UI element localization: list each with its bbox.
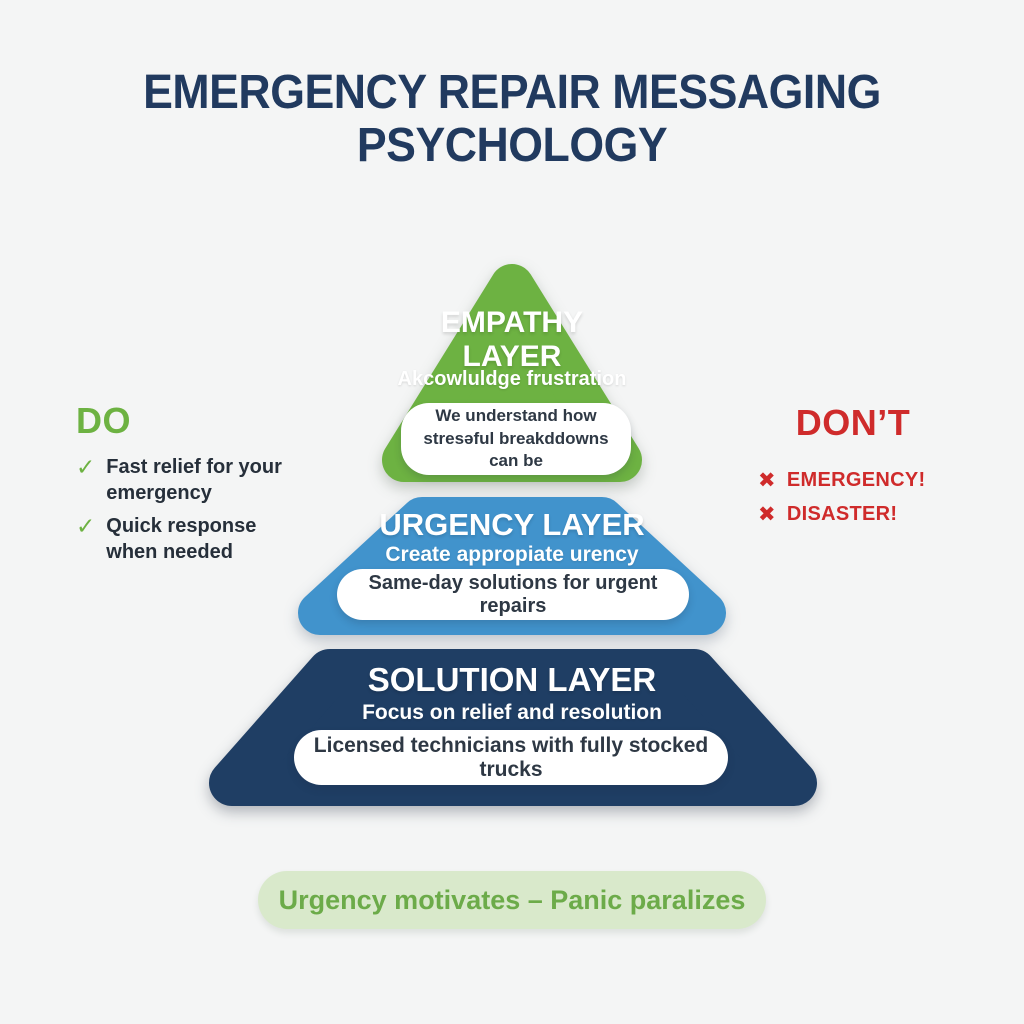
solution-layer-title: SOLUTION LAYER (367, 661, 657, 698)
solution-example-text: Licensed technicians with fully stocked … (313, 733, 709, 781)
dont-item: ✖ EMERGENCY! (758, 468, 948, 493)
footer-banner: Urgency motivates – Panic paralizes (258, 871, 766, 929)
check-icon: ✓ (76, 513, 96, 539)
do-panel: DO ✓ Fast relief for your emergency ✓ Qu… (76, 400, 291, 572)
footer-banner-text: Urgency motivates – Panic paralizes (278, 884, 746, 915)
solution-layer-subtitle: Focus on relief and resolution (362, 701, 662, 724)
dont-heading: DON’T (795, 402, 911, 443)
do-item: ✓ Quick response when needed (76, 513, 291, 565)
do-item-label: Quick response when needed (106, 515, 257, 563)
x-icon: ✖ (758, 469, 776, 492)
urgency-example-text: Same-day solutions for urgent repairs (368, 571, 658, 617)
empathy-example-pill: We understand how stresəful breakddowns … (401, 403, 631, 475)
dont-item: ✖ DISASTER! (758, 502, 948, 527)
empathy-layer-title-line2: LAYER (462, 340, 562, 373)
do-heading: DO (76, 400, 131, 441)
empathy-example-text: We understand how stresəful breakddowns … (423, 405, 609, 471)
do-item-label: Fast relief for your emergency (106, 456, 282, 504)
page-title: EMERGENCY REPAIR MESSAGING PSYCHOLOGY (0, 66, 1024, 172)
urgency-layer-title: URGENCY LAYER (379, 507, 645, 542)
urgency-example-pill: Same-day solutions for urgent repairs (337, 569, 689, 620)
do-list: ✓ Fast relief for your emergency ✓ Quick… (76, 454, 291, 565)
page-title-line2: PSYCHOLOGY (356, 119, 668, 172)
dont-panel: DON’T ✖ EMERGENCY! ✖ DISASTER! (758, 402, 948, 536)
dont-item-label: DISASTER! (786, 503, 898, 525)
page-title-line1: EMERGENCY REPAIR MESSAGING (143, 66, 881, 119)
dont-list: ✖ EMERGENCY! ✖ DISASTER! (758, 468, 948, 527)
solution-example-pill: Licensed technicians with fully stocked … (294, 730, 728, 785)
empathy-layer-title-line1: EMPATHY (440, 306, 584, 339)
urgency-layer-subtitle: Create appropiate urency (385, 543, 639, 566)
empathy-layer-subtitle: Akcowluldge frustration (397, 368, 627, 390)
do-item: ✓ Fast relief for your emergency (76, 454, 291, 506)
empathy-layer-title: EMPATHY LAYER (0, 306, 1024, 374)
dont-item-label: EMERGENCY! (786, 469, 926, 491)
check-icon: ✓ (76, 454, 96, 480)
x-icon: ✖ (758, 503, 776, 526)
